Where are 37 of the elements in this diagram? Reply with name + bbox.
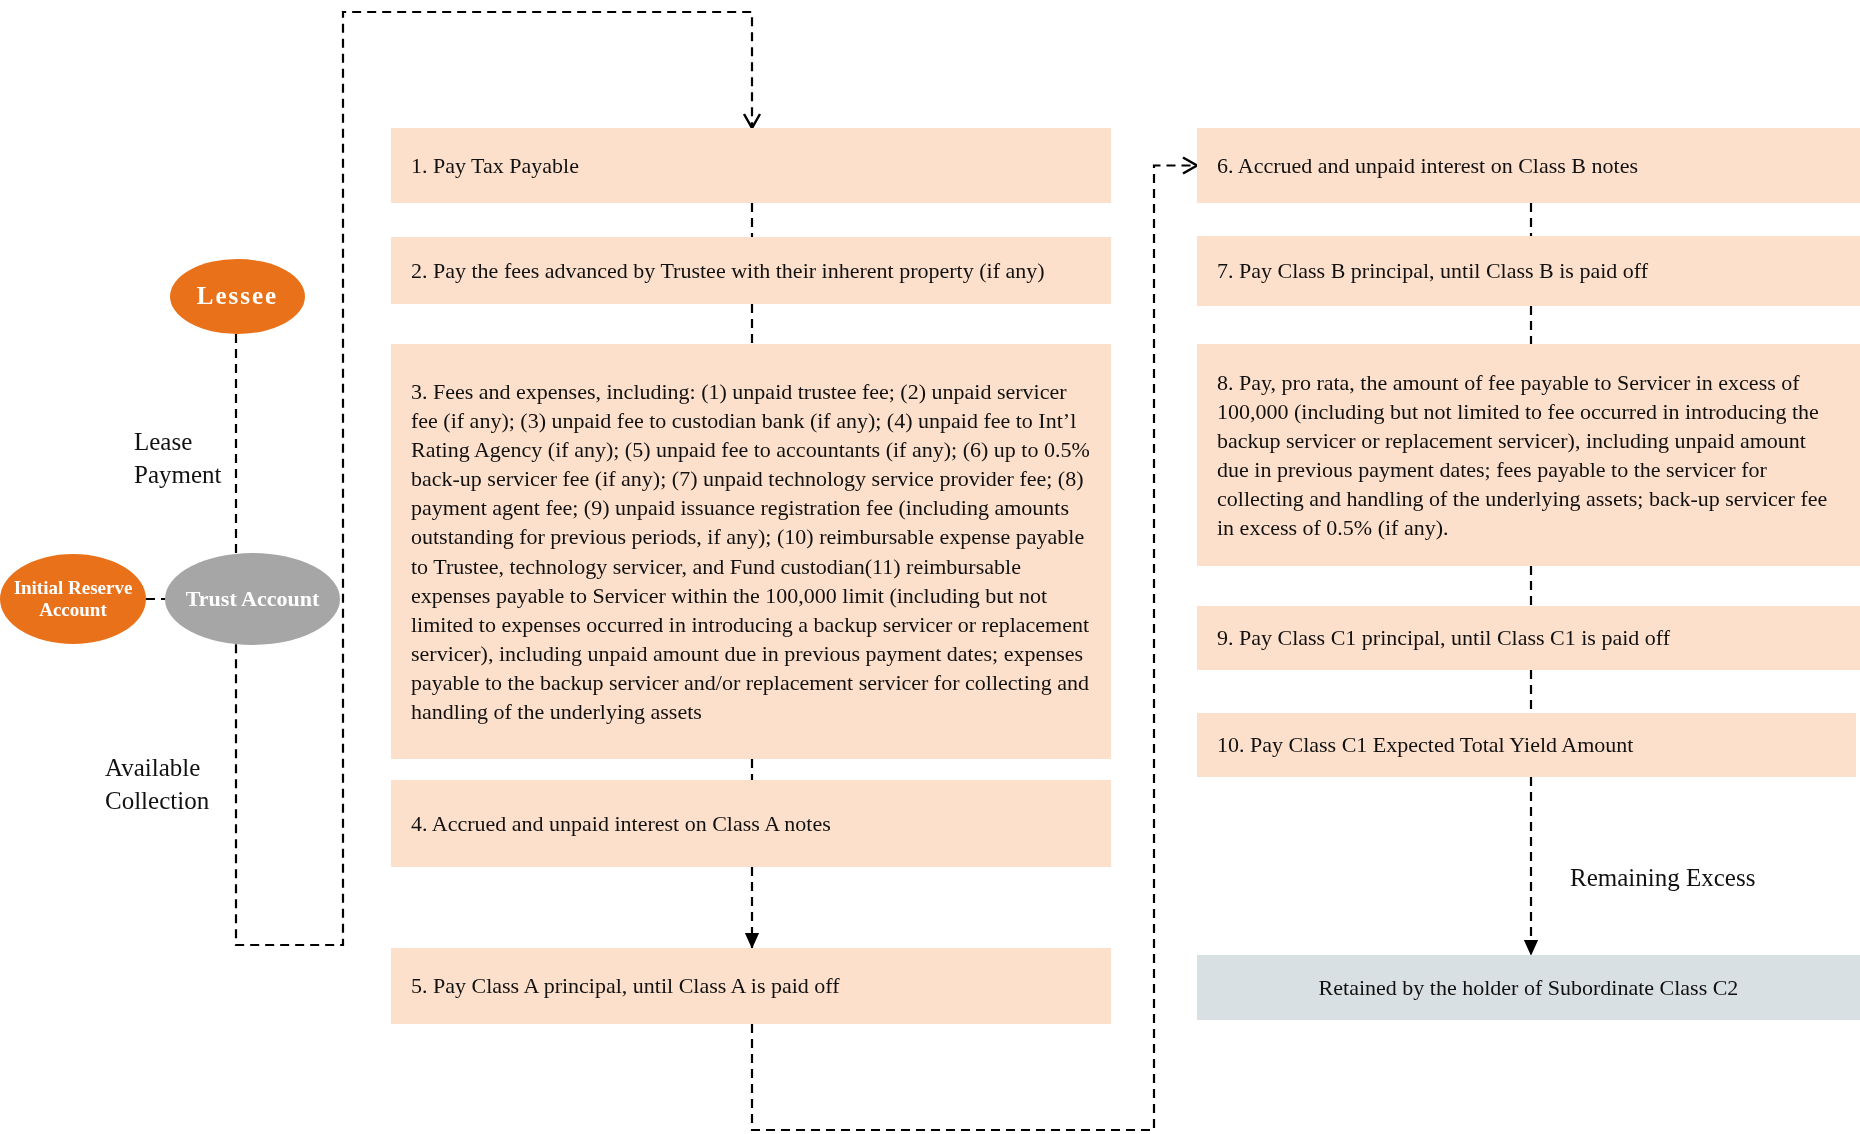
step-box	[1197, 344, 1860, 566]
step-box	[391, 780, 1111, 867]
account-label: Initial Reserve Account	[12, 577, 134, 621]
step-box	[1197, 713, 1856, 777]
step-text: 3. Fees and expenses, including: (1) unpaid trustee fee; (2) unpaid servicer fee (if any); (3) unpaid fee to custodian bank (if any); (4) unpaid fee to Int’l Rating Agency (if any); (5) unpaid fee to accountants (if any); (6) up to 0.5% back-up servicer fee (if any); (7) unpaid technology service provider fee; (8) payment agent fee; (9) unpaid issuance registration fee (including amounts outstanding for previous periods, if any); (10) reimbursable expense payable to Trustee, technology servicer, and Fund custodian(11) reimbursable expenses payable to Servicer within the 100,000 limit (including but not limited to expenses occurred in introducing a backup servicer or replacement servicer), including unpaid amount due in previous payment dates; expenses payable to the backup servicer and/or replacement servicer for collecting and handling of the underlying assets	[411, 378, 1091, 726]
result-box	[1197, 955, 1860, 1020]
step-text: 6. Accrued and unpaid interest on Class B notes	[1217, 152, 1638, 180]
step-text: 7. Pay Class B principal, until Class B is paid off	[1217, 257, 1649, 286]
dashed-connector	[750, 203, 754, 237]
step-text: 5. Pay Class A principal, until Class A is paid off	[411, 972, 840, 1001]
dashed-connector	[234, 334, 238, 554]
step-text: Retained by the holder of Subordinate Class C2	[1318, 974, 1739, 1002]
step-box	[391, 237, 1111, 304]
step-box	[391, 948, 1111, 1024]
dashed-arrow	[744, 867, 760, 949]
dashed-arrow	[234, 10, 762, 947]
step-box	[391, 128, 1111, 203]
step-box	[1197, 236, 1860, 306]
step-text: 8. Pay, pro rata, the amount of fee payable to Servicer in excess of 100,000 (including but not limited to fee occurred in introducing the backup servicer or replacement servicer), including unpaid amount due in previous payment dates; fees payable to the servicer for collecting and handling of the underlying assets; back-up servicer fee in excess of 0.5% (if any).	[1217, 368, 1829, 543]
step-text: 9. Pay Class C1 principal, until Class C1 is paid off	[1217, 624, 1671, 653]
dashed-arrow	[1523, 777, 1539, 956]
account-label: Lessee	[196, 282, 279, 311]
dashed-connector	[146, 597, 165, 601]
dashed-arrow	[750, 156, 1199, 1132]
step-text: 4. Accrued and unpaid interest on Class A notes	[411, 810, 831, 838]
dashed-connector	[750, 759, 754, 780]
dashed-connector	[750, 304, 754, 344]
step-box	[1197, 606, 1860, 670]
step-box	[1197, 128, 1860, 203]
step-box	[391, 344, 1111, 759]
step-text: 10. Pay Class C1 Expected Total Yield Amount	[1217, 731, 1634, 760]
dashed-connector	[1529, 306, 1533, 344]
step-text: 2. Pay the fees advanced by Trustee with their inherent property (if any)	[411, 257, 1045, 285]
account-label: Trust Account	[185, 586, 320, 612]
step-text: 1. Pay Tax Payable	[411, 152, 579, 180]
dashed-connector	[1529, 566, 1533, 606]
dashed-connector	[1529, 203, 1533, 236]
